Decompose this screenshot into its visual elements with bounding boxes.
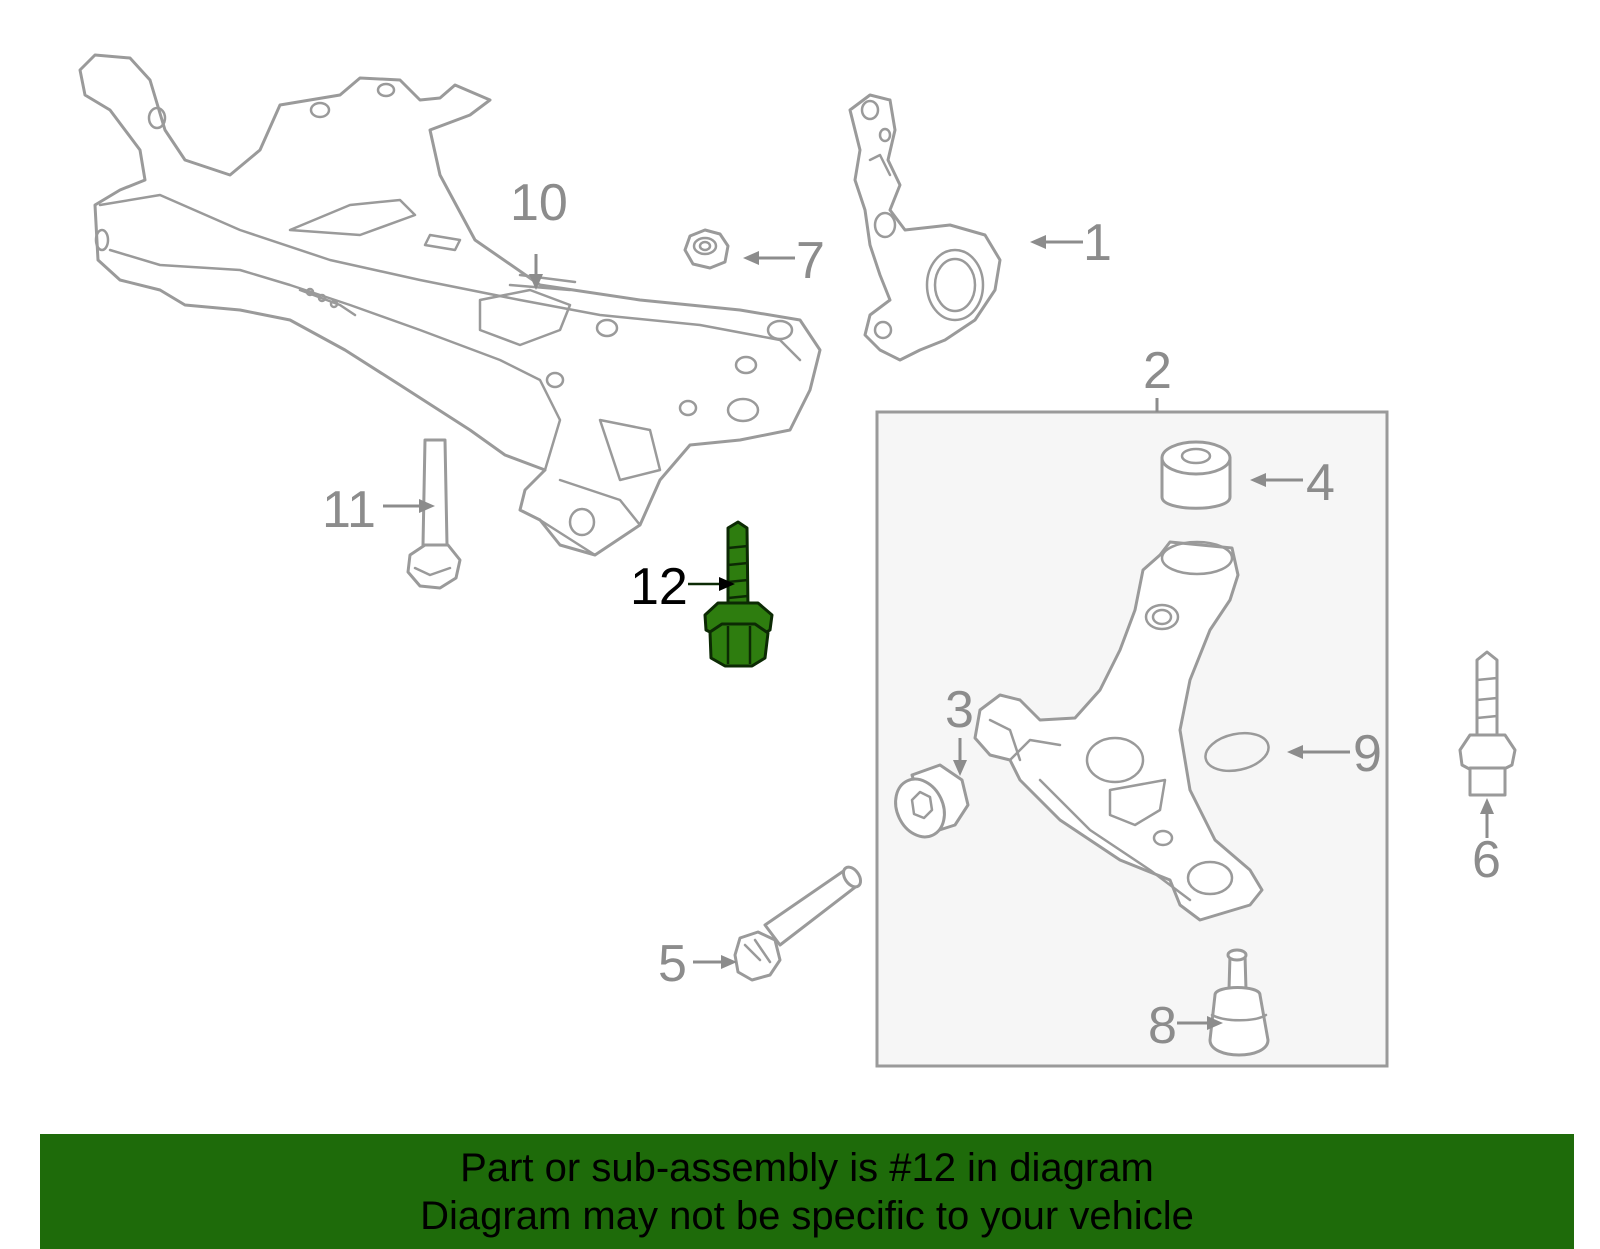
callout-1[interactable]: 1 — [1083, 214, 1112, 272]
nut-part-7[interactable] — [683, 228, 730, 270]
bolt-part-5[interactable] — [733, 864, 864, 982]
info-banner: Part or sub-assembly is #12 in diagram D… — [40, 1134, 1574, 1249]
crossmember-part-10[interactable] — [78, 53, 822, 557]
bushing-part-4[interactable] — [1160, 440, 1232, 510]
callout-6[interactable]: 6 — [1472, 831, 1501, 889]
leader-lines — [383, 235, 1494, 1030]
ball-joint-part-8[interactable] — [1208, 948, 1270, 1057]
bushing-part-3[interactable] — [886, 763, 970, 845]
callout-12[interactable]: 12 — [630, 558, 688, 616]
callout-3[interactable]: 3 — [945, 681, 974, 739]
bolt-part-12[interactable] — [703, 520, 774, 668]
bolt-part-6[interactable] — [1458, 650, 1517, 797]
callout-8[interactable]: 8 — [1148, 997, 1177, 1055]
callout-4[interactable]: 4 — [1306, 454, 1335, 512]
callout-5[interactable]: 5 — [658, 935, 687, 993]
bolt-part-11[interactable] — [406, 438, 462, 590]
callout-9[interactable]: 9 — [1353, 725, 1382, 783]
callout-2[interactable]: 2 — [1143, 342, 1172, 400]
snap-ring-part-9[interactable] — [1202, 728, 1272, 777]
knuckle-part-1[interactable] — [848, 93, 1002, 362]
callout-10[interactable]: 10 — [510, 174, 568, 232]
callout-7[interactable]: 7 — [796, 232, 825, 290]
lower-arm-part-2[interactable] — [973, 540, 1264, 922]
banner-line-2: Diagram may not be specific to your vehi… — [420, 1193, 1194, 1238]
callout-11[interactable]: 11 — [322, 481, 376, 539]
banner-line-1: Part or sub-assembly is #12 in diagram — [460, 1145, 1154, 1190]
